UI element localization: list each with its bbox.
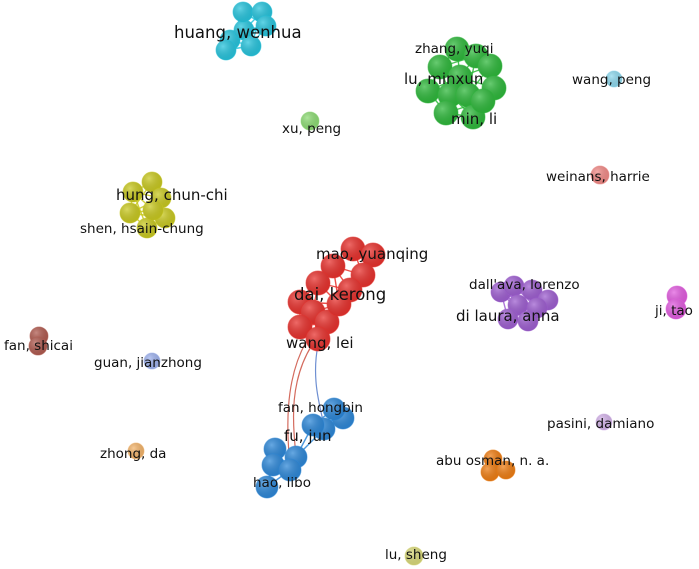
- node-purple-1: [503, 275, 525, 297]
- label-zhang-yuqi: zhang, yuqi: [415, 41, 494, 57]
- node-green-9: [433, 100, 459, 126]
- node-light-green-0: [300, 111, 320, 131]
- network-labels: huang, wenhua zhang, yuqi lu, minxun min…: [4, 23, 693, 563]
- network-nodes: [28, 1, 688, 566]
- node-blue-5: [278, 458, 302, 482]
- label-di-laura-anna: di laura, anna: [456, 307, 560, 325]
- edge-blue-red: [314, 344, 325, 426]
- node-brown-1: [28, 336, 48, 356]
- label-ji-tao: ji, tao: [654, 303, 693, 319]
- node-blue-8: [322, 397, 346, 421]
- node-red-0: [340, 236, 366, 262]
- node-red-9: [305, 326, 331, 352]
- node-olive-0: [404, 546, 424, 566]
- node-red-2: [320, 253, 346, 279]
- node-peach-0: [127, 442, 145, 460]
- label-min-li: min, li: [451, 110, 497, 128]
- node-blue-7: [301, 413, 325, 437]
- node-yellow-3: [119, 202, 141, 224]
- label-dai-kerong: dai, kerong: [294, 285, 386, 304]
- label-pasini-damiano: pasini, damiano: [547, 416, 654, 432]
- node-green-2: [427, 54, 453, 80]
- node-periwinkle-0: [143, 352, 161, 370]
- node-yellow-1: [122, 181, 144, 203]
- label-shen-hsain-chung: shen, hsain-chung: [80, 221, 204, 237]
- node-yellow-6: [142, 199, 164, 221]
- node-cyan-6: [215, 39, 237, 61]
- node-yellow-5: [136, 217, 158, 239]
- node-red-8: [287, 314, 313, 340]
- label-abu-osman: abu osman, n. a.: [436, 453, 549, 469]
- node-cyan-4: [255, 15, 277, 37]
- label-fu-jun: fu, jun: [284, 427, 332, 445]
- label-fan-shicai: fan, shicai: [4, 338, 73, 354]
- node-lavender-0: [595, 413, 613, 431]
- node-red-1: [360, 242, 386, 268]
- label-wang-peng: wang, peng: [572, 72, 651, 88]
- label-hung-chun-chi: hung, chun-chi: [116, 186, 228, 204]
- node-purple-7: [497, 308, 519, 330]
- node-orange-2: [496, 460, 516, 480]
- node-magenta-1: [665, 298, 687, 320]
- node-red-4: [305, 270, 331, 296]
- label-hao-libo: hao, libo: [253, 475, 311, 491]
- node-cyan-5: [240, 35, 262, 57]
- label-lu-minxun: lu, minxun: [404, 70, 483, 88]
- label-huang-wenhua: huang, wenhua: [174, 23, 302, 42]
- label-fan-hongbin: fan, hongbin: [278, 400, 363, 416]
- node-yellow-0: [141, 171, 163, 193]
- label-wang-lei: wang, lei: [286, 334, 354, 352]
- node-salmon-0: [590, 165, 610, 185]
- node-purple-6: [517, 310, 539, 332]
- node-green-6: [415, 78, 441, 104]
- node-red-11: [326, 291, 352, 317]
- label-zhong-da: zhong, da: [100, 446, 166, 462]
- node-blue-4: [261, 453, 285, 477]
- node-green-0: [444, 36, 470, 62]
- node-cyan-1: [233, 19, 255, 41]
- node-blue-6: [255, 475, 279, 499]
- edge-red-blue: [292, 344, 313, 456]
- node-green-11: [470, 88, 496, 114]
- node-cyan-2: [232, 1, 254, 23]
- label-xu-peng: xu, peng: [282, 121, 341, 137]
- label-lu-sheng: lu, sheng: [385, 547, 447, 563]
- node-light-blue-0: [605, 70, 623, 88]
- label-weinans-harrie: weinans, harrie: [546, 169, 650, 185]
- label-mao-yuanqing: mao, yuanqing: [316, 245, 428, 263]
- label-dallava-lorenzo: dall'ava, lorenzo: [469, 277, 580, 293]
- label-guan-jianzhong: guan, jianzhong: [94, 355, 202, 371]
